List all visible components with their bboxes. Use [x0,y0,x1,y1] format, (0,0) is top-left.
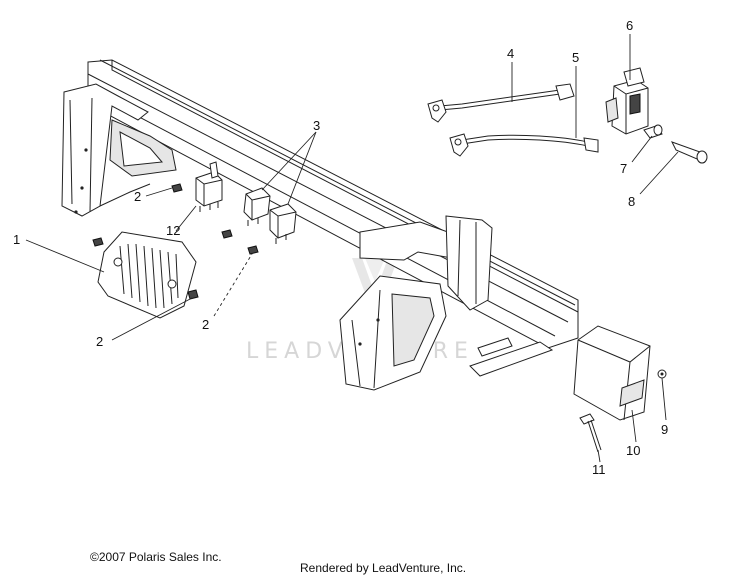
screw-2-upper-left [92,237,104,247]
callout-12: 12 [166,223,180,238]
screw-2-middle-a [221,229,233,239]
callout-3: 3 [313,118,320,133]
callout-10: 10 [626,443,640,458]
part-ignition-coil-6 [605,67,649,135]
watermark-logo [352,258,398,320]
callout-5: 5 [572,50,579,65]
part-spacer-7 [643,124,663,139]
callout-11: 11 [592,462,606,477]
part-bolt-11 [579,413,602,453]
part-voltage-regulator [97,231,197,319]
screw-2-near-relay [171,183,183,193]
part-sensor-cable-5 [449,133,599,157]
part-sleeve-8 [670,141,708,164]
callout-4: 4 [507,46,514,61]
screw-2-right-of-regulator [187,289,199,300]
rendered-by-text: Rendered by LeadVenture, Inc. [300,561,466,575]
callout-2-lower-left: 2 [96,334,103,349]
callout-2-upper: 2 [134,189,141,204]
part-relay-12 [195,161,223,212]
callout-9: 9 [661,422,668,437]
part-relays-3 [243,187,297,244]
copyright-text: ©2007 Polaris Sales Inc. [90,550,222,564]
leader-lines [25,34,679,463]
screw-2-middle-b [247,245,259,255]
callout-8: 8 [628,194,635,209]
part-sensor-cable-4 [427,83,575,123]
callout-1: 1 [13,232,20,247]
callout-6: 6 [626,18,633,33]
part-grommet-9 [657,369,667,379]
part-ecu-10 [573,325,651,421]
callouts: 1 2 2 2 3 4 5 6 7 8 9 10 11 12 [13,18,668,477]
callout-2-middle: 2 [202,317,209,332]
frame-rail [61,59,579,391]
callout-7: 7 [620,161,627,176]
